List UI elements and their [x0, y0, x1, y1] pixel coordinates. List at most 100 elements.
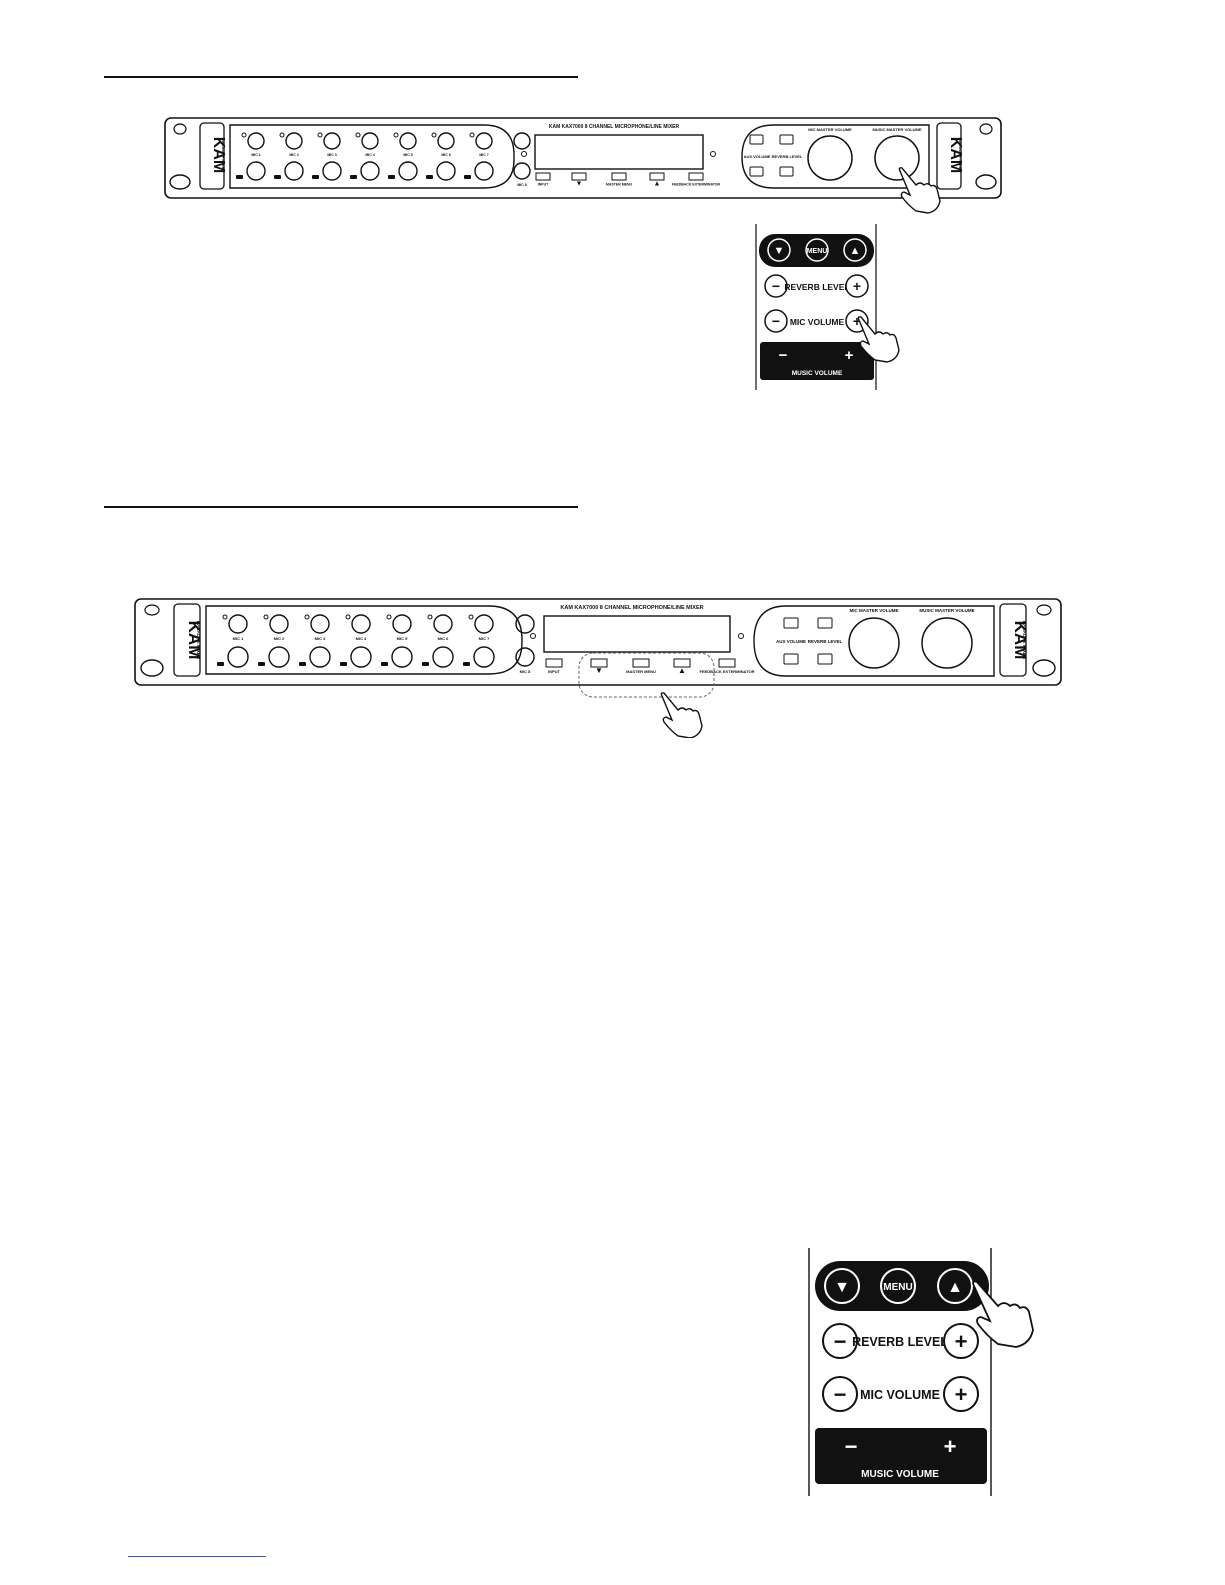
volume-knob[interactable]: [268, 646, 290, 668]
channel-switch[interactable]: [381, 662, 388, 666]
volume-knob[interactable]: [398, 161, 418, 181]
gain-knob[interactable]: [515, 614, 535, 634]
volume-knob[interactable]: [322, 161, 342, 181]
mic-channel-label: MIC 8: [517, 183, 526, 187]
channel-switch[interactable]: [463, 662, 470, 666]
panel-button-label: MASTER MENU: [626, 669, 656, 674]
gain-knob[interactable]: [285, 132, 303, 150]
peak-led: [304, 614, 310, 620]
gain-knob[interactable]: [437, 132, 455, 150]
channel-switch[interactable]: [422, 662, 429, 666]
panel-button-label: ▲: [678, 666, 686, 675]
gain-knob[interactable]: [475, 132, 493, 150]
volume-knob[interactable]: [246, 161, 266, 181]
volume-knob[interactable]: [284, 161, 304, 181]
volume-knob[interactable]: [360, 161, 380, 181]
gain-knob[interactable]: [474, 614, 494, 634]
pointing-hand-icon: [660, 692, 703, 738]
brand-sub-right: KARAOKE MIXER: [1022, 621, 1027, 660]
gain-knob[interactable]: [513, 132, 531, 150]
volume-knob[interactable]: [436, 161, 456, 181]
peak-led: [263, 614, 269, 620]
mic-channel-label: MIC 4: [365, 153, 374, 157]
gain-knob[interactable]: [310, 614, 330, 634]
pointing-hand-icon: [898, 167, 941, 214]
gain-knob[interactable]: [433, 614, 453, 634]
gain-knob[interactable]: [399, 132, 417, 150]
remote-control-1: ▼ MENU ▲ − REVERB LEVEL + − MIC VOLUME +…: [755, 224, 945, 392]
mic-volume-label: MIC VOLUME: [860, 1388, 940, 1402]
peak-led: [468, 614, 474, 620]
volume-knob[interactable]: [350, 646, 372, 668]
pointing-hand-icon: [857, 316, 900, 363]
peak-led: [345, 614, 351, 620]
panel-button[interactable]: [611, 172, 627, 181]
channel-switch[interactable]: [388, 175, 395, 179]
gain-knob[interactable]: [247, 132, 265, 150]
reverb-minus-icon: −: [772, 278, 780, 294]
brand-sub-left: KARAOKE MIXER: [196, 621, 201, 660]
brand-logo-right: KAM: [1011, 621, 1030, 660]
gain-knob[interactable]: [392, 614, 412, 634]
panel-button[interactable]: [545, 658, 563, 668]
aux-volume-label: AUX VOLUME: [744, 154, 771, 159]
music-minus-icon: −: [845, 1434, 858, 1459]
gain-knob[interactable]: [361, 132, 379, 150]
channel-switch[interactable]: [350, 175, 357, 179]
music-volume-label: MUSIC VOLUME: [792, 370, 843, 377]
reverb-plus-icon: +: [955, 1329, 968, 1354]
mic-channel-label: MIC 2: [289, 153, 298, 157]
volume-knob[interactable]: [473, 646, 495, 668]
channel-switch[interactable]: [312, 175, 319, 179]
mic-channel-label: MIC 2: [274, 636, 285, 641]
panel-button[interactable]: [571, 172, 587, 181]
volume-knob[interactable]: [391, 646, 413, 668]
panel-button-label: ▲: [654, 181, 661, 188]
panel-button-label: FEEDBACK EXTERMINATOR: [700, 669, 755, 674]
panel-button[interactable]: [590, 658, 608, 668]
mic-plus-icon: +: [955, 1382, 968, 1407]
panel-button[interactable]: [535, 172, 551, 181]
footer-link-underline: [128, 1556, 266, 1557]
gain-knob[interactable]: [351, 614, 371, 634]
channel-switch[interactable]: [274, 175, 281, 179]
mic-minus-icon: −: [772, 313, 780, 329]
peak-led: [469, 132, 475, 138]
volume-knob[interactable]: [309, 646, 331, 668]
panel-button-label: ▼: [576, 181, 583, 188]
channel-switch[interactable]: [340, 662, 347, 666]
gain-knob[interactable]: [269, 614, 289, 634]
mic-channel-label: MIC 7: [479, 153, 488, 157]
gain-knob[interactable]: [228, 614, 248, 634]
channel-switch[interactable]: [236, 175, 243, 179]
panel-button[interactable]: [718, 658, 736, 668]
peak-led: [355, 132, 361, 138]
volume-knob[interactable]: [474, 161, 494, 181]
menu-button-label: MENU: [807, 248, 828, 255]
peak-led: [386, 614, 392, 620]
mic-plus-icon: +: [853, 313, 861, 329]
mic-channel-label: MIC 5: [397, 636, 408, 641]
panel-button[interactable]: [688, 172, 704, 181]
mic-channel-label: MIC 6: [438, 636, 449, 641]
aux-volume-label: AUX VOLUME: [776, 639, 806, 644]
panel-button[interactable]: [649, 172, 665, 181]
channel-switch[interactable]: [426, 175, 433, 179]
channel-switch[interactable]: [258, 662, 265, 666]
gain-knob[interactable]: [323, 132, 341, 150]
mic-channel-label: MIC 3: [315, 636, 326, 641]
mic-master-volume-label: MIC MASTER VOLUME: [850, 608, 899, 613]
channel-switch[interactable]: [464, 175, 471, 179]
volume-knob[interactable]: [227, 646, 249, 668]
volume-knob[interactable]: [432, 646, 454, 668]
gain-knob[interactable]: [515, 647, 535, 667]
channel-switch[interactable]: [299, 662, 306, 666]
peak-led: [427, 614, 433, 620]
channel-switch[interactable]: [217, 662, 224, 666]
panel-button[interactable]: [673, 658, 691, 668]
panel-button[interactable]: [632, 658, 650, 668]
menu-button-label: MENU: [883, 1282, 912, 1293]
gain-knob[interactable]: [513, 162, 531, 180]
peak-led: [431, 132, 437, 138]
